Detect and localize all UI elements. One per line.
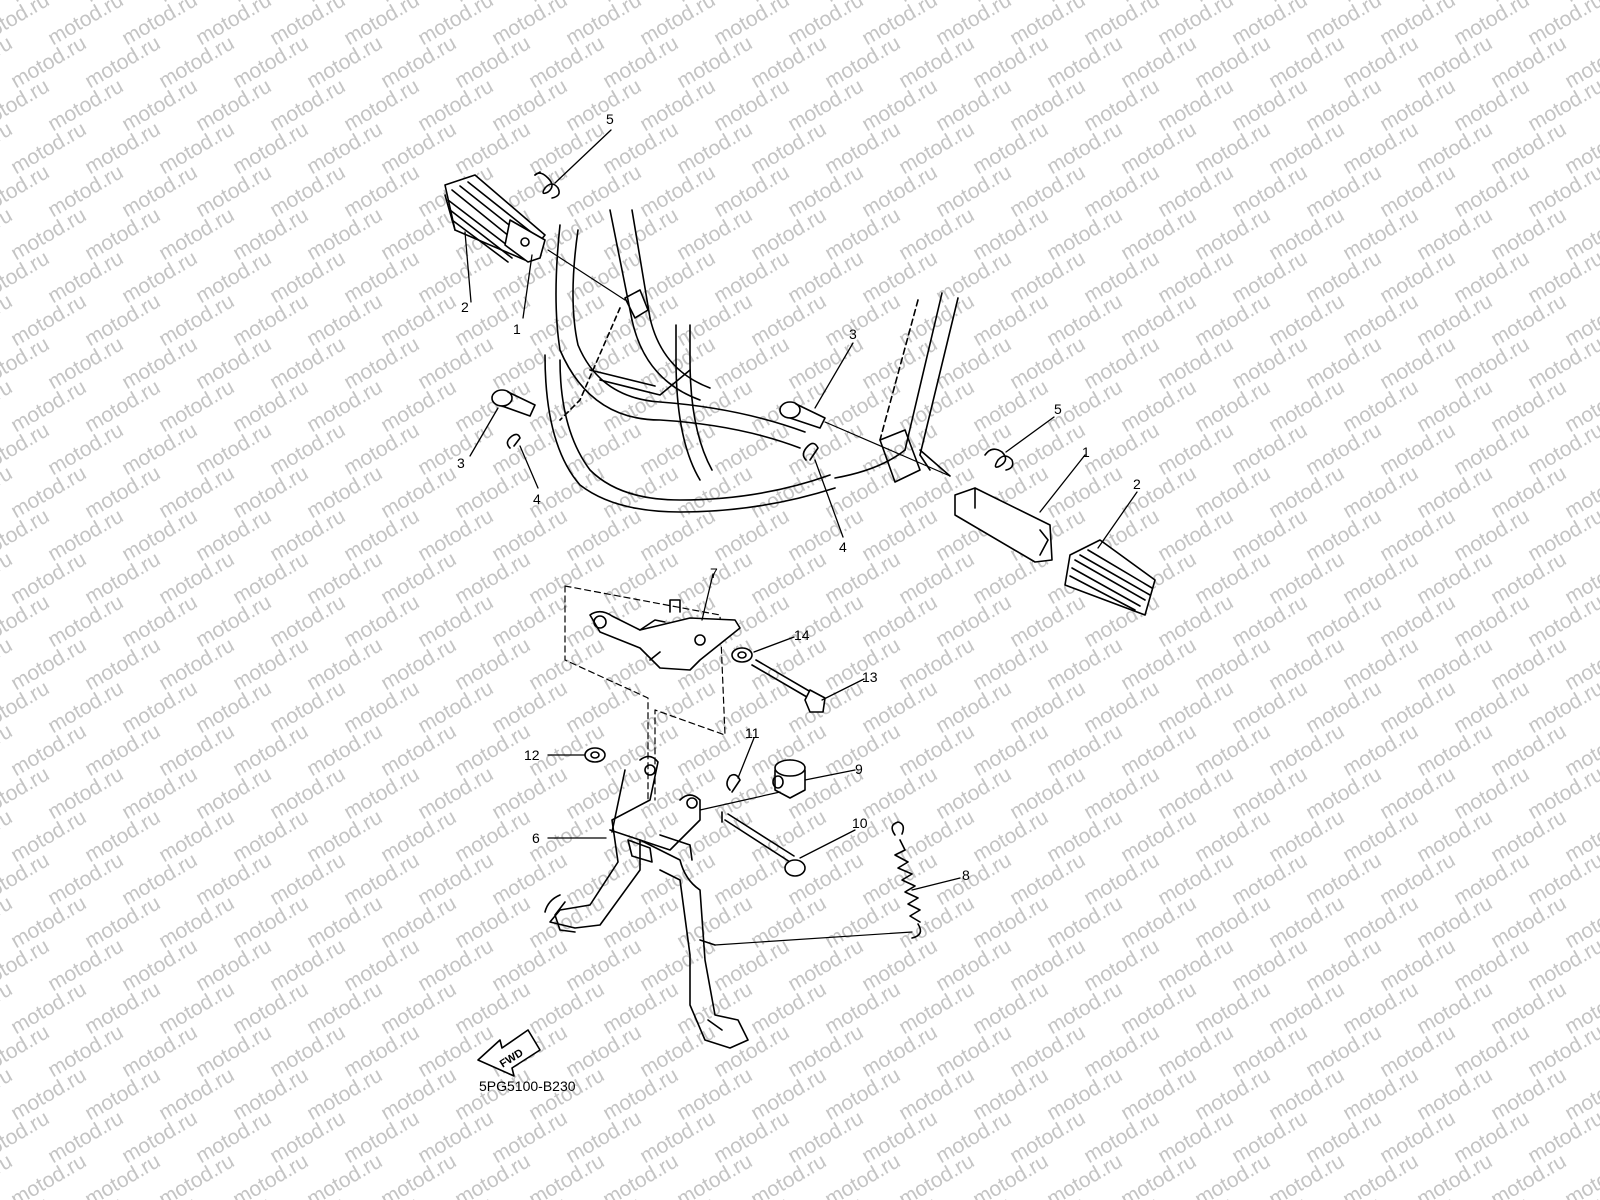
callout-3-left: 3 — [457, 455, 465, 471]
callout-13: 13 — [862, 669, 878, 685]
callout-4-right: 4 — [839, 539, 847, 555]
cotter-pin-left — [506, 433, 521, 449]
frame-bracket-left — [559, 289, 649, 421]
callout-7: 7 — [710, 565, 718, 581]
frame-tubes — [544, 209, 959, 513]
callout-2-left: 2 — [461, 299, 469, 315]
stand-bracket — [589, 599, 741, 671]
fwd-arrow-icon: FWD — [477, 1029, 541, 1077]
stand-mount-outline — [564, 585, 726, 801]
callout-8: 8 — [962, 867, 970, 883]
shaft-10 — [721, 811, 806, 877]
callout-12: 12 — [524, 747, 540, 763]
callout-3-right: 3 — [849, 326, 857, 342]
footrest-bracket-left — [504, 219, 546, 263]
callout-11: 11 — [745, 725, 760, 741]
pin-right — [779, 401, 826, 429]
spring-right — [984, 448, 1014, 471]
collar-9 — [772, 759, 806, 799]
callout-5-right: 5 — [1054, 401, 1062, 417]
frame-bracket-right — [879, 429, 951, 483]
callout-leaders — [464, 129, 1138, 891]
footrest-rubber-right — [1064, 539, 1156, 616]
callout-5-left: 5 — [606, 111, 614, 127]
callout-10: 10 — [852, 815, 868, 831]
spring-axis-line — [714, 931, 913, 946]
center-stand — [544, 755, 749, 1049]
bolt-13 — [751, 659, 826, 713]
shaft-axis-line — [699, 791, 781, 811]
pin-left — [491, 389, 536, 417]
callout-1-left: 1 — [513, 321, 521, 337]
callout-9: 9 — [855, 761, 863, 777]
callout-4-left: 4 — [533, 491, 541, 507]
callout-labels: 5 2 1 3 4 3 5 1 2 4 7 14 13 12 11 9 6 10… — [457, 111, 1141, 883]
spring-8 — [891, 821, 922, 939]
callout-6: 6 — [532, 830, 540, 846]
cotter-pin-right — [802, 442, 819, 461]
washer-14 — [731, 647, 753, 663]
spring-left — [534, 171, 560, 199]
callout-2-right: 2 — [1133, 476, 1141, 492]
drawing-code: 5PG5100-B230 — [479, 1078, 576, 1094]
washer-12 — [584, 747, 606, 763]
callout-1-right: 1 — [1082, 444, 1090, 460]
footrest-bracket-right — [954, 487, 1053, 563]
footrest-axis-line-right — [824, 421, 951, 477]
callout-14: 14 — [794, 627, 810, 643]
footrest-axis-line-left — [547, 249, 626, 301]
